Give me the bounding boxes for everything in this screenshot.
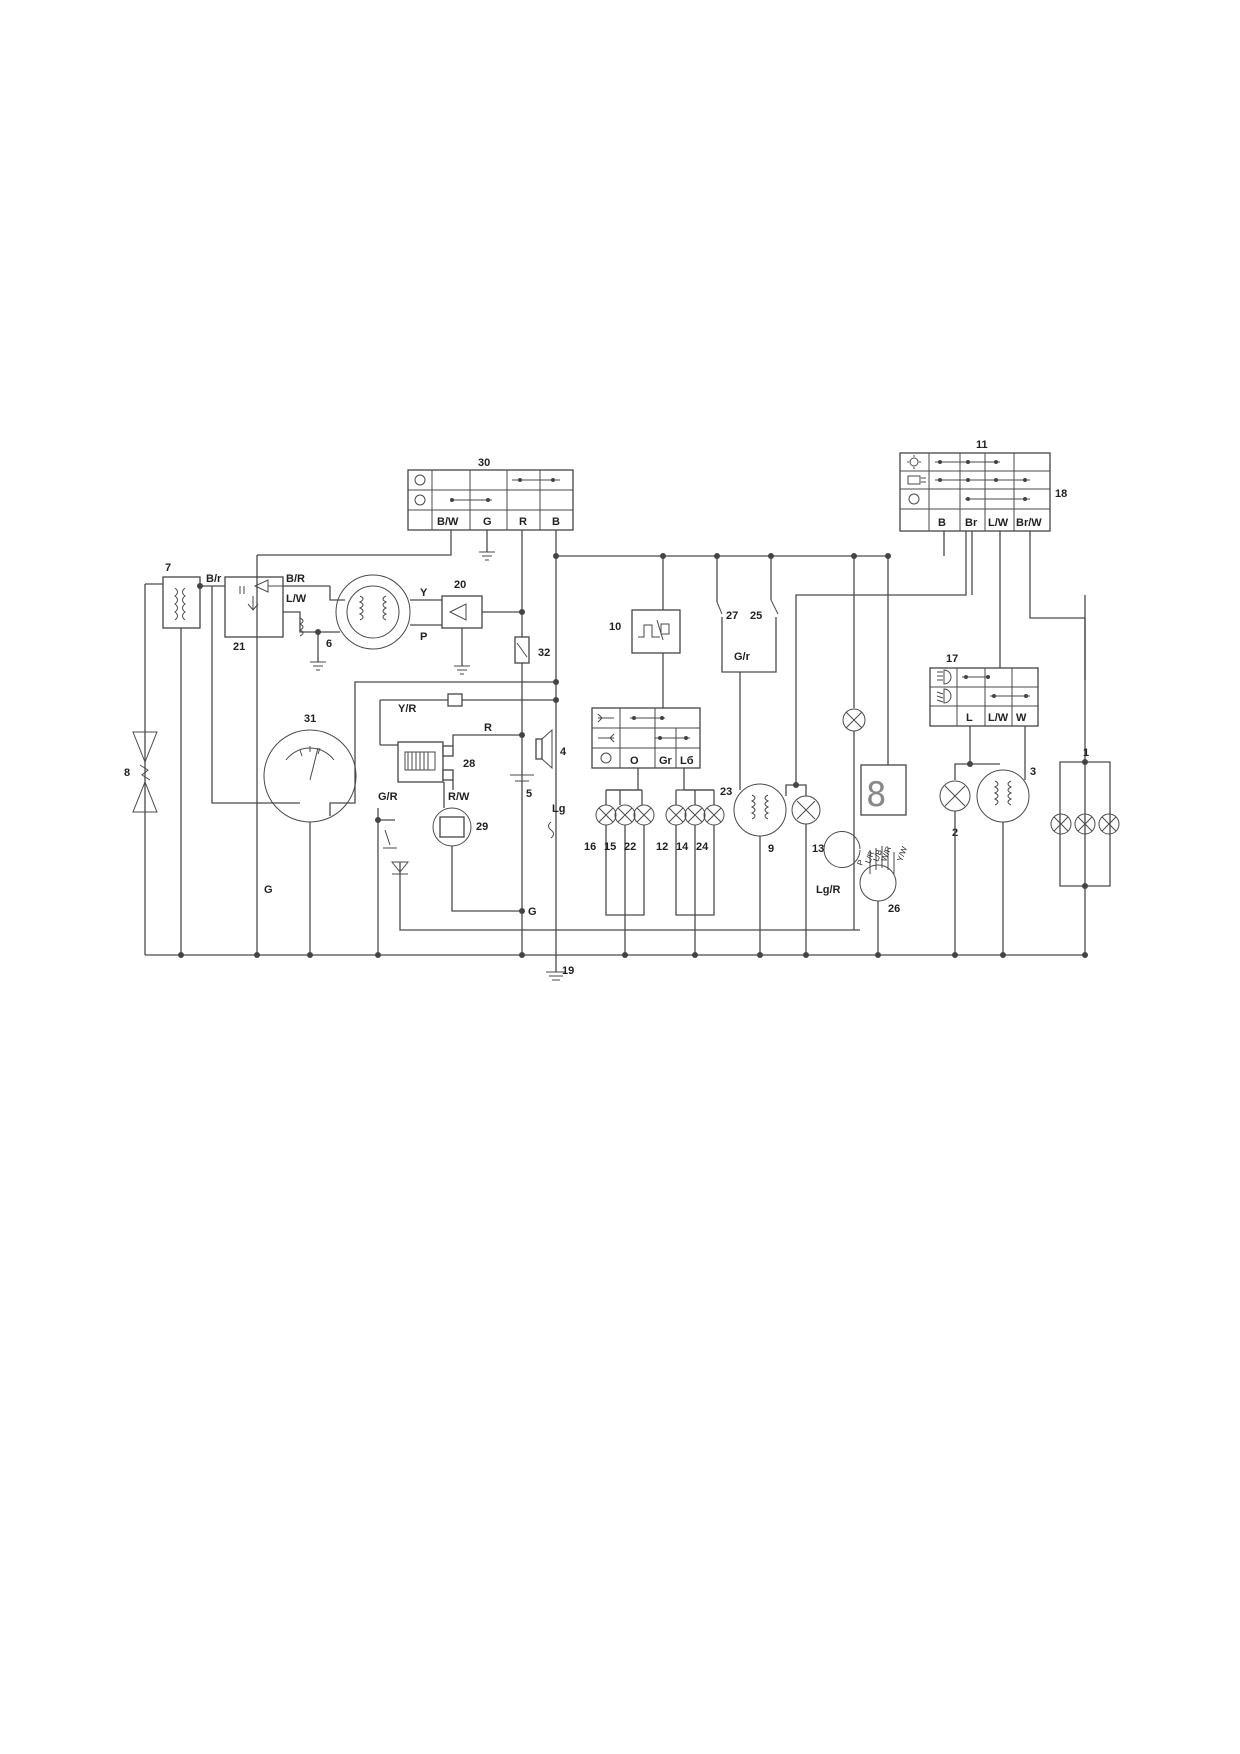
component-number: 29 [476,821,488,833]
component-number: 24 [696,841,709,853]
terminal-label: B [938,517,946,529]
wire-label: G/R [378,791,398,803]
terminal-label: L [966,712,973,724]
terminal-label: W [1016,712,1027,724]
component-number: 8 [124,767,130,779]
starter-relay: 28 [397,741,475,783]
component-number: 32 [538,647,550,659]
ignition-coil: 7 [162,562,201,629]
spark-plug-gap: 8 [124,731,158,813]
wire-label: G [528,906,537,918]
cdi-unit: 21 [224,576,284,653]
component-number: 30 [478,457,490,469]
wire-label: Lg [552,803,565,815]
pin-label: P [855,859,865,867]
component-number: 26 [888,903,900,915]
terminal-label: G [483,516,492,528]
turn-signal-switch: O Gr Lб [591,707,701,769]
left-turn-lamps: 16 15 22 [584,789,655,916]
component-number: 21 [233,641,245,653]
component-number: 23 [720,786,732,798]
headlamp: 3 [976,766,1036,823]
meter-lamps: 1 [1050,747,1120,887]
fuel-gauge: 31 [263,713,357,823]
wire-label: G/r [734,651,751,663]
component-number: 20 [454,579,466,591]
rectifier: 20 [441,579,483,629]
wire-label: B/R [286,573,305,585]
component-number: 25 [750,610,762,622]
ignition-switch: B/W G R B 30 [407,457,574,531]
flasher-relay: 10 [609,609,681,654]
component-number: 16 [584,841,596,853]
digit-display: 8 [866,775,886,815]
component-number: 11 [976,439,988,451]
wire-label: Y [420,587,428,599]
wire-label: B/r [206,573,222,585]
terminal-label: Lб [680,755,694,767]
terminal-label: B/W [437,516,459,528]
component-number: 28 [463,758,475,770]
component-number: 7 [165,562,171,574]
terminal-label: B [552,516,560,528]
terminal-label: R [519,516,527,528]
component-number: 18 [1055,488,1067,500]
component-number: 9 [768,843,774,855]
indicator-lamp [842,708,866,732]
component-number: 6 [326,638,332,650]
component-number: 22 [624,841,636,853]
component-number: 3 [1030,766,1036,778]
wire-label: Lg/R [816,884,840,896]
component-number: 1 [1083,747,1089,759]
wire-label: R/W [448,791,470,803]
battery: 5 [510,774,534,800]
component-number: 14 [676,841,689,853]
terminal-label: L/W [988,712,1009,724]
component-number: 5 [526,788,532,800]
component-number: 15 [604,841,616,853]
pickup-coil: 6 [298,617,332,671]
component-number: 12 [656,841,668,853]
terminal-label: Br/W [1016,517,1042,529]
starter-motor: 29 [432,807,488,847]
gear-indicator: 8 P L/R L/B W/R Y/W 26 [823,764,909,915]
wire-label: L/W [286,593,307,605]
beam-switch: L L/W W 17 [929,653,1039,727]
wire-label: P [420,631,427,643]
light-switch: B Br L/W Br/W 11 18 [899,439,1067,532]
terminal-label: Gr [659,755,673,767]
generator [335,574,411,650]
terminal-label: L/W [988,517,1009,529]
frame-ground: 19 [546,965,574,981]
tail-brake-lamp: 23 9 [720,783,787,855]
bus-junctions [178,952,1088,958]
terminal-label: O [630,755,639,767]
wire-label: G [264,884,273,896]
wire-label: R [484,722,492,734]
license-lamp: 13 [791,795,824,855]
component-number: 17 [946,653,958,665]
component-number: 4 [560,746,567,758]
component-number: 27 [726,610,738,622]
component-number: 13 [812,843,824,855]
terminal-label: Br [965,517,978,529]
wire-label: Y/R [398,703,416,715]
pin-label: L/R [863,850,876,865]
component-number: 31 [304,713,316,725]
pin-label: Y/W [895,845,909,863]
component-number: 19 [562,965,574,977]
right-turn-lamps: 12 14 24 [656,789,725,916]
pin-label: L/B [871,848,884,862]
horn: 4 [535,728,567,770]
fuse: 32 [514,636,550,664]
component-number: 10 [609,621,621,633]
